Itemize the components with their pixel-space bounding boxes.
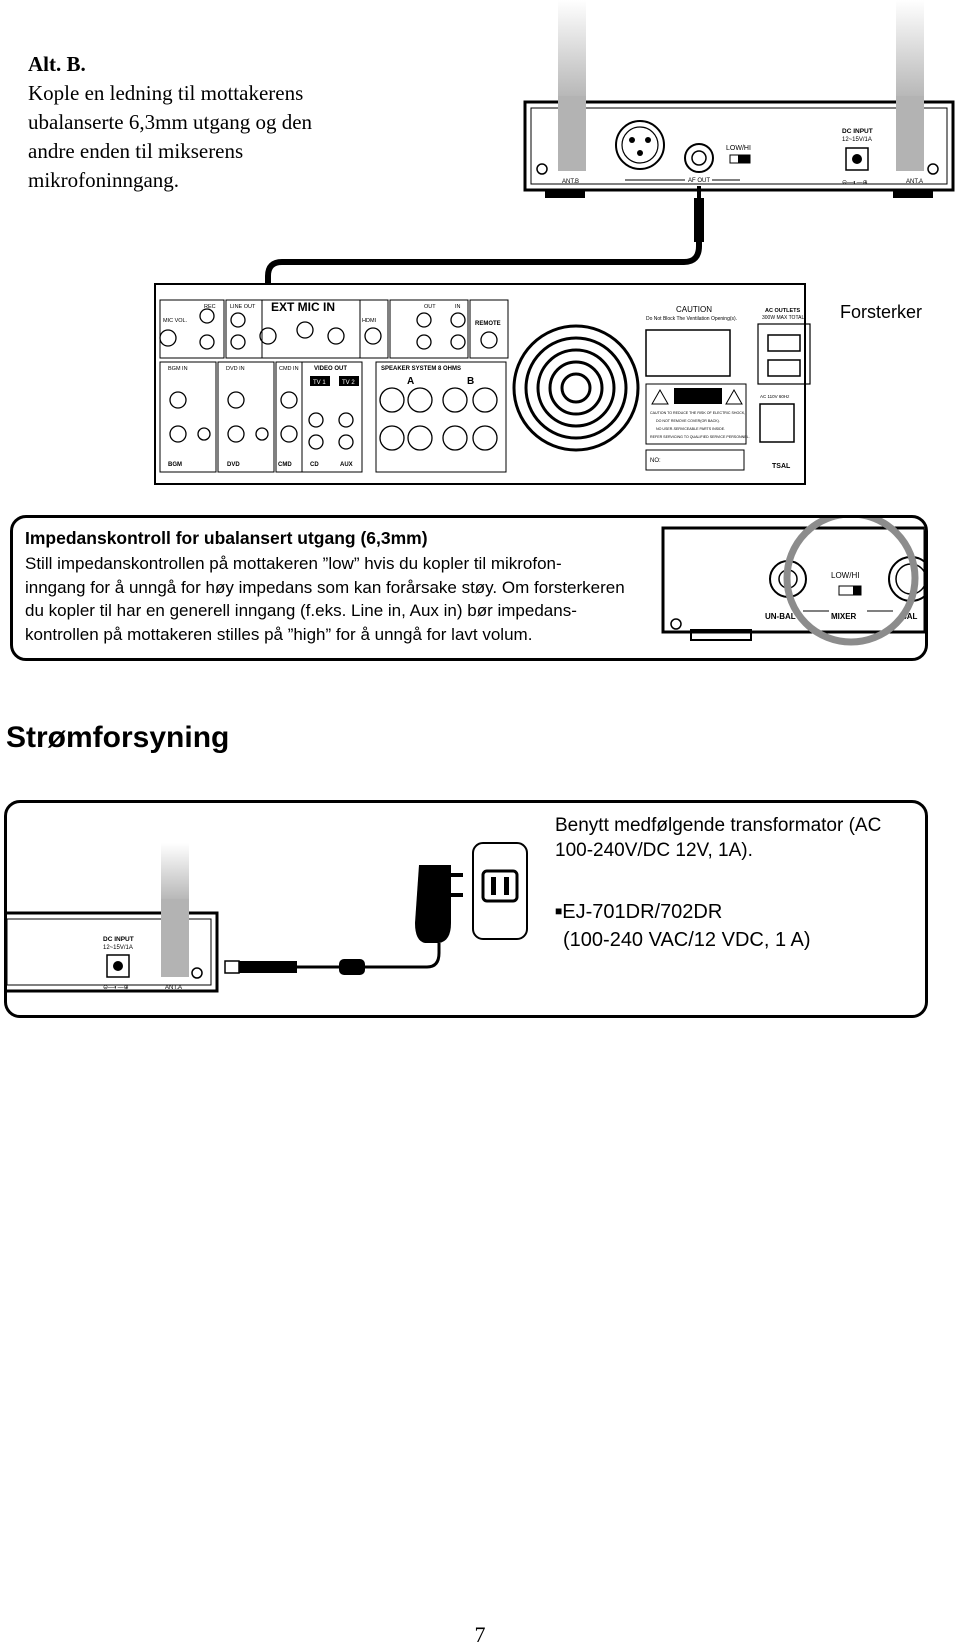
impedance-mixer-label: MIXER [831, 612, 857, 621]
amp-speaker-system-label: SPEAKER SYSTEM 8 OHMS [381, 366, 461, 372]
bullet-icon: ■ [555, 904, 563, 918]
amp-line-out-label: LINE OUT [230, 304, 256, 310]
fan-grille [512, 324, 640, 452]
adapter-model: ■EJ-701DR/702DR (100-240 VAC/12 VDC, 1 A… [555, 897, 811, 954]
amp-dvd-in-label: DVD IN [226, 366, 245, 372]
impedance-info-box: Impedanskontroll for ubalansert utgang (… [10, 515, 928, 661]
amp-no-label: NO: [650, 458, 661, 464]
intro-line-2: ubalanserte 6,3mm utgang og den [28, 110, 313, 134]
receiver-low-hi-label: LOW/HI [726, 145, 751, 152]
power-diagram: DC INPUT 12~15V/1A ⊖—◐—⊕ ANT.A [7, 842, 528, 993]
impedance-title: Impedanskontroll for ubalansert utgang (… [25, 528, 428, 548]
amp-bottom-label-bgm: BGM [168, 462, 182, 468]
receiver-antennas [558, 0, 924, 171]
intro-line-1: Kople en ledning til mottakerens [28, 81, 304, 105]
svg-text:⊖—◐—⊕: ⊖—◐—⊕ [103, 985, 129, 991]
intro-line-4: mikrofoninngang. [28, 168, 180, 192]
amp-hdmi-label: HDMI [362, 318, 377, 324]
power-dc-input-label: DC INPUT [103, 936, 134, 943]
amp-ac-voltage-label: AC 110V 60Hz [760, 394, 790, 399]
power-dc-input-rating: 12~15V/1A [103, 945, 133, 951]
amplifier-label: Forsterker [840, 302, 922, 322]
amp-caution-label: CAUTION [676, 305, 712, 314]
intro-line-3: andre enden til mikserens [28, 139, 244, 163]
impedance-low-hi-label: LOW/HI [831, 571, 859, 580]
page-number: 7 [474, 1622, 486, 1647]
amp-in-label: IN [455, 304, 461, 310]
amp-mic-vol-label: MIC VOL. [163, 318, 188, 324]
amp-warning-line-4: REFER SERVICING TO QUALIFIED SERVICE PER… [650, 435, 750, 439]
impedance-line-1: Still impedanskontrollen på mottakeren ”… [25, 554, 562, 573]
intro-heading: Alt. B. [28, 52, 86, 76]
amp-bottom-label-cmd: CMD [278, 462, 292, 468]
amp-ac-outlets-rating: 300W MAX TOTAL [762, 315, 804, 321]
impedance-text: Still impedanskontrollen på mottakeren ”… [25, 552, 715, 646]
amp-remote-label: REMOTE [475, 321, 501, 327]
impedance-line-2: inngang for å unngå for høy impedans som… [25, 577, 625, 597]
receiver-back-panel: LOW/HI AF OUT DC INPUT 12~15V/1A ⊖—◐—⊕ A… [523, 100, 955, 198]
highlight-circle [783, 518, 919, 646]
power-note-line-1: Benytt medfølgende transformator (AC [555, 815, 882, 836]
amp-channel-b-label: B [467, 376, 474, 387]
impedance-bal-label: BAL [901, 612, 918, 621]
amp-bottom-label-dvd: DVD [227, 462, 240, 468]
receiver-ant-b-label: ANT.B [562, 179, 579, 185]
connection-diagram: LOW/HI AF OUT DC INPUT 12~15V/1A ⊖—◐—⊕ A… [154, 0, 955, 485]
receiver-af-out-label: AF OUT [688, 178, 710, 184]
amp-rec-label: REC [204, 304, 216, 310]
adapter-model-name: EJ-701DR/702DR [562, 901, 723, 923]
impedance-switch-diagram: UN-BAL LOW/HI MIXER BAL [661, 518, 925, 646]
amp-tv1-label: TV 1 [313, 380, 326, 386]
power-note-line-2: 100-240V/DC 12V, 1A). [555, 840, 753, 861]
impedance-line-4: kontrollen på mottakeren stilles på ”hig… [25, 624, 533, 644]
amp-warning-line-1: CAUTION TO REDUCE THE RISK OF ELECTRIC S… [650, 411, 745, 415]
amp-warning-line-3: NO USER-SERVICEABLE PARTS INSIDE. [656, 427, 725, 431]
amp-bottom-label-aux: AUX [340, 462, 353, 468]
amp-ac-outlets-label: AC OUTLETS [765, 308, 800, 314]
power-note: Benytt medfølgende transformator (AC 100… [555, 813, 915, 863]
svg-text:⊖—◐—⊕: ⊖—◐—⊕ [842, 180, 868, 186]
amp-bottom-label-cd: CD [310, 462, 319, 468]
amp-channel-a-label: A [407, 376, 414, 387]
amp-out-label: OUT [424, 304, 436, 310]
receiver-ant-a-label: ANT.A [906, 179, 923, 185]
amp-bgm-in-label: BGM IN [168, 366, 188, 372]
amplifier-back-panel: Forsterker REC LINE OUT MIC VOL. EXT MIC… [154, 283, 922, 485]
power-ant-a-label: ANT.A [165, 985, 182, 991]
impedance-line-3: du kopler til har en generell inngang (f… [25, 601, 577, 620]
impedance-un-bal-label: UN-BAL [765, 612, 796, 621]
receiver-dc-input-label: DC INPUT [842, 128, 873, 135]
amp-brand-label: TSAL [772, 463, 791, 470]
amp-tv2-label: TV 2 [342, 380, 355, 386]
amp-cmd-in-label: CMD IN [279, 366, 299, 372]
amp-caution-sub: Do Not Block The Ventilation Opening(s). [646, 316, 737, 322]
intro-text: Alt. B. Kople en ledning til mottakerens… [28, 50, 468, 195]
amp-warning-line-2: DO NOT REMOVE COVER(OR BACK). [656, 419, 720, 423]
adapter-model-spec: (100-240 VAC/12 VDC, 1 A) [563, 929, 811, 951]
amp-video-out-label: VIDEO OUT [314, 366, 347, 372]
receiver-dc-input-rating: 12~15V/1A [842, 137, 872, 143]
power-heading: Strømforsyning [6, 721, 230, 754]
amp-ext-mic-in-label: EXT MIC IN [271, 300, 335, 314]
power-supply-box: DC INPUT 12~15V/1A ⊖—◐—⊕ ANT.A Benytt me… [4, 800, 928, 1018]
